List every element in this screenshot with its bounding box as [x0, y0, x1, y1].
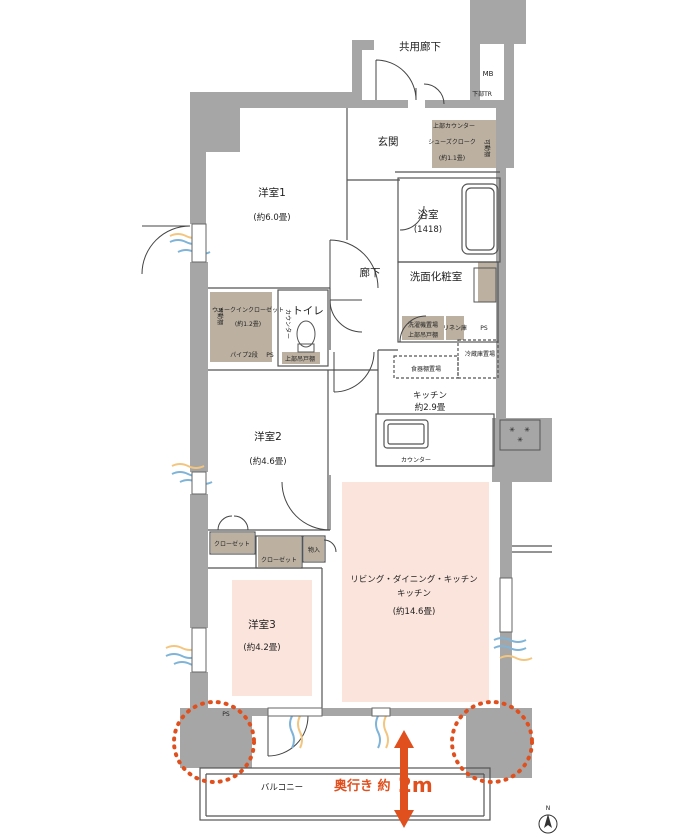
walls	[180, 0, 552, 778]
balcony-label: バルコニー	[261, 783, 303, 793]
movable-shelf2-label: 可動棚	[216, 307, 224, 325]
storage-fill	[304, 537, 324, 561]
balcony-corner-right-highlight	[450, 700, 534, 784]
svg-text:✳: ✳	[517, 436, 523, 444]
burners-icon: ✳ ✳ ✳	[509, 426, 530, 444]
cooktop	[499, 419, 541, 451]
window-frames	[191, 223, 513, 717]
fridge-label: 冷蔵庫置場	[465, 350, 495, 358]
svg-text:✳: ✳	[524, 426, 530, 434]
toilet-counter-fill	[282, 352, 320, 364]
ps2-label: PS	[480, 325, 488, 332]
balcony-corner-left-highlight	[172, 700, 256, 784]
laundry-fill	[402, 316, 444, 340]
washroom-label: 洗面化粧室	[410, 270, 463, 283]
bath-size-label: (1418)	[414, 225, 442, 235]
depth-value-label: 2m	[398, 773, 433, 797]
western3-highlight	[232, 580, 312, 696]
linen-label: リネン庫	[443, 324, 467, 332]
shoes-closet-area-label: (約1.1畳)	[439, 154, 465, 162]
western3-area-label: (約4.2畳)	[243, 642, 280, 653]
laundry-upper-label: 上部吊戸棚	[408, 331, 438, 339]
shoes-closet-label: シューズクローク	[428, 138, 476, 146]
ps1-label: PS	[266, 352, 274, 359]
dish-shelf-label: 食器棚置場	[411, 365, 441, 373]
closet1-fill	[211, 533, 254, 553]
north-label: N	[546, 805, 551, 812]
kitchen-label: キッチン	[413, 391, 447, 401]
ldk-kitchen-suffix: キッチン	[397, 589, 431, 599]
wash-basin	[473, 267, 497, 303]
laundry-label: 洗濯機置場	[408, 321, 438, 329]
ldk-area-label: (約14.6畳)	[393, 606, 436, 617]
ldk-label: リビング・ダイニング・キッチン	[350, 574, 478, 585]
north-compass-icon: N	[538, 805, 558, 834]
movable-shelf-label: 可動棚	[483, 139, 491, 157]
corridor-label: 廊下	[360, 266, 381, 279]
western1-area-label: (約6.0畳)	[253, 212, 290, 223]
kitchen-area-label: 約2.9畳	[415, 402, 446, 413]
bath-label: 浴室	[418, 208, 439, 221]
interior-walls	[199, 108, 552, 821]
upper-counter-label: 上部カウンター	[433, 122, 475, 130]
counter-label: カウンター	[401, 456, 431, 464]
western1-label: 洋室1	[258, 186, 286, 199]
linen-fill	[446, 316, 464, 340]
depth-prefix-label: 奥行き 約	[334, 778, 391, 794]
shoes-closet-fill	[432, 120, 496, 168]
walkin-closet-area-label: (約1.2畳)	[235, 320, 261, 328]
svg-text:✳: ✳	[509, 426, 515, 434]
toilet-fixture	[296, 320, 316, 353]
walkin-closet-fill	[210, 292, 272, 362]
closet2-fill	[258, 537, 301, 567]
toilet-label: トイレ	[292, 305, 324, 317]
entrance-label: 玄関	[378, 135, 399, 148]
ps3-label: PS	[222, 711, 230, 718]
pipe-label: パイプ2段	[230, 351, 258, 359]
western3-label: 洋室3	[248, 618, 276, 631]
common-corridor-label: 共用廊下	[399, 40, 441, 53]
doors	[141, 59, 445, 757]
western2-area-label: (約4.6畳)	[249, 456, 286, 467]
toilet-counter-label: カウンター	[284, 309, 292, 339]
upper-tr-label: 下部TR	[472, 90, 492, 98]
washroom-storage-fill	[478, 262, 498, 302]
mb-label: MB	[483, 70, 494, 78]
walkin-closet-label: ウォークインクローゼット	[212, 306, 284, 314]
depth-arrow	[394, 730, 414, 828]
storage-label: 物入	[308, 546, 320, 554]
closet2-label: クローゼット	[261, 556, 297, 564]
western2-label: 洋室2	[254, 430, 282, 443]
toilet-upper-label: 上部吊戸棚	[285, 355, 315, 363]
ldk-highlight	[342, 482, 489, 702]
closet1-label: クローゼット	[214, 540, 250, 548]
